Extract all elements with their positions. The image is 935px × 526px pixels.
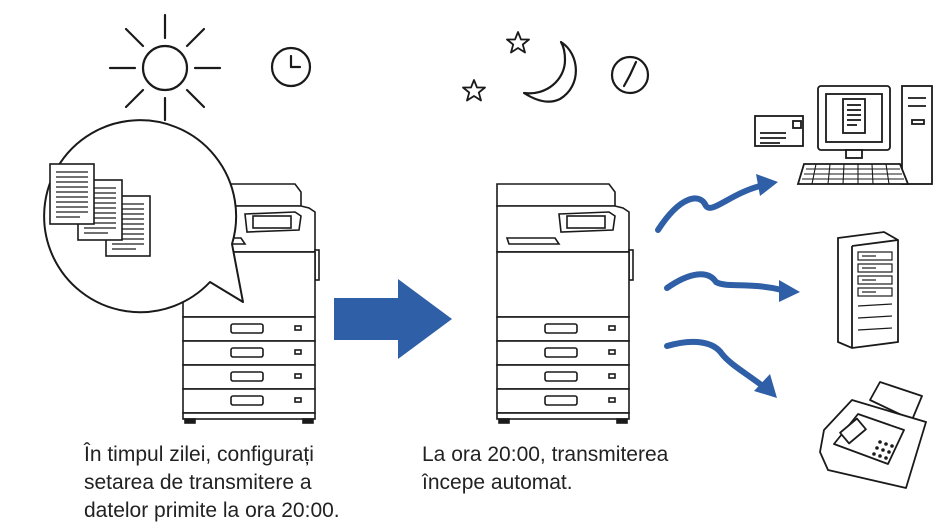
- caption-day-line-2: setarea de transmitere a: [84, 471, 312, 494]
- transmit-arrow-fax: [664, 338, 763, 387]
- caption-day-line-3: datelor primite la ora 20:00.: [84, 499, 340, 522]
- received-documents-bubble: [43, 119, 244, 314]
- clock-icon: [270, 46, 312, 88]
- transmit-arrow-computer: [655, 183, 763, 233]
- caption-night-line-2: începe automat.: [422, 471, 573, 494]
- caption-night: La ora 20:00, transmiterea începe automa…: [422, 441, 668, 497]
- right-arrow-icon: [334, 279, 452, 359]
- computer-icon: [754, 85, 933, 185]
- caption-day-line-1: În timpul zilei, configurați: [84, 443, 314, 466]
- clock-icon: [610, 55, 650, 95]
- document-page-icon: [49, 163, 95, 225]
- star-icon: [462, 79, 486, 102]
- caption-night-line-1: La ora 20:00, transmiterea: [422, 443, 669, 466]
- transmit-arrow-server: [664, 271, 785, 293]
- caption-day: În timpul zilei, configurați setarea de …: [84, 441, 340, 525]
- moon-icon: [522, 40, 577, 103]
- sun-icon: [108, 13, 222, 122]
- server-icon: [837, 231, 899, 349]
- printer-night: [496, 183, 634, 424]
- fax-icon: [819, 381, 927, 489]
- star-icon: [506, 31, 530, 54]
